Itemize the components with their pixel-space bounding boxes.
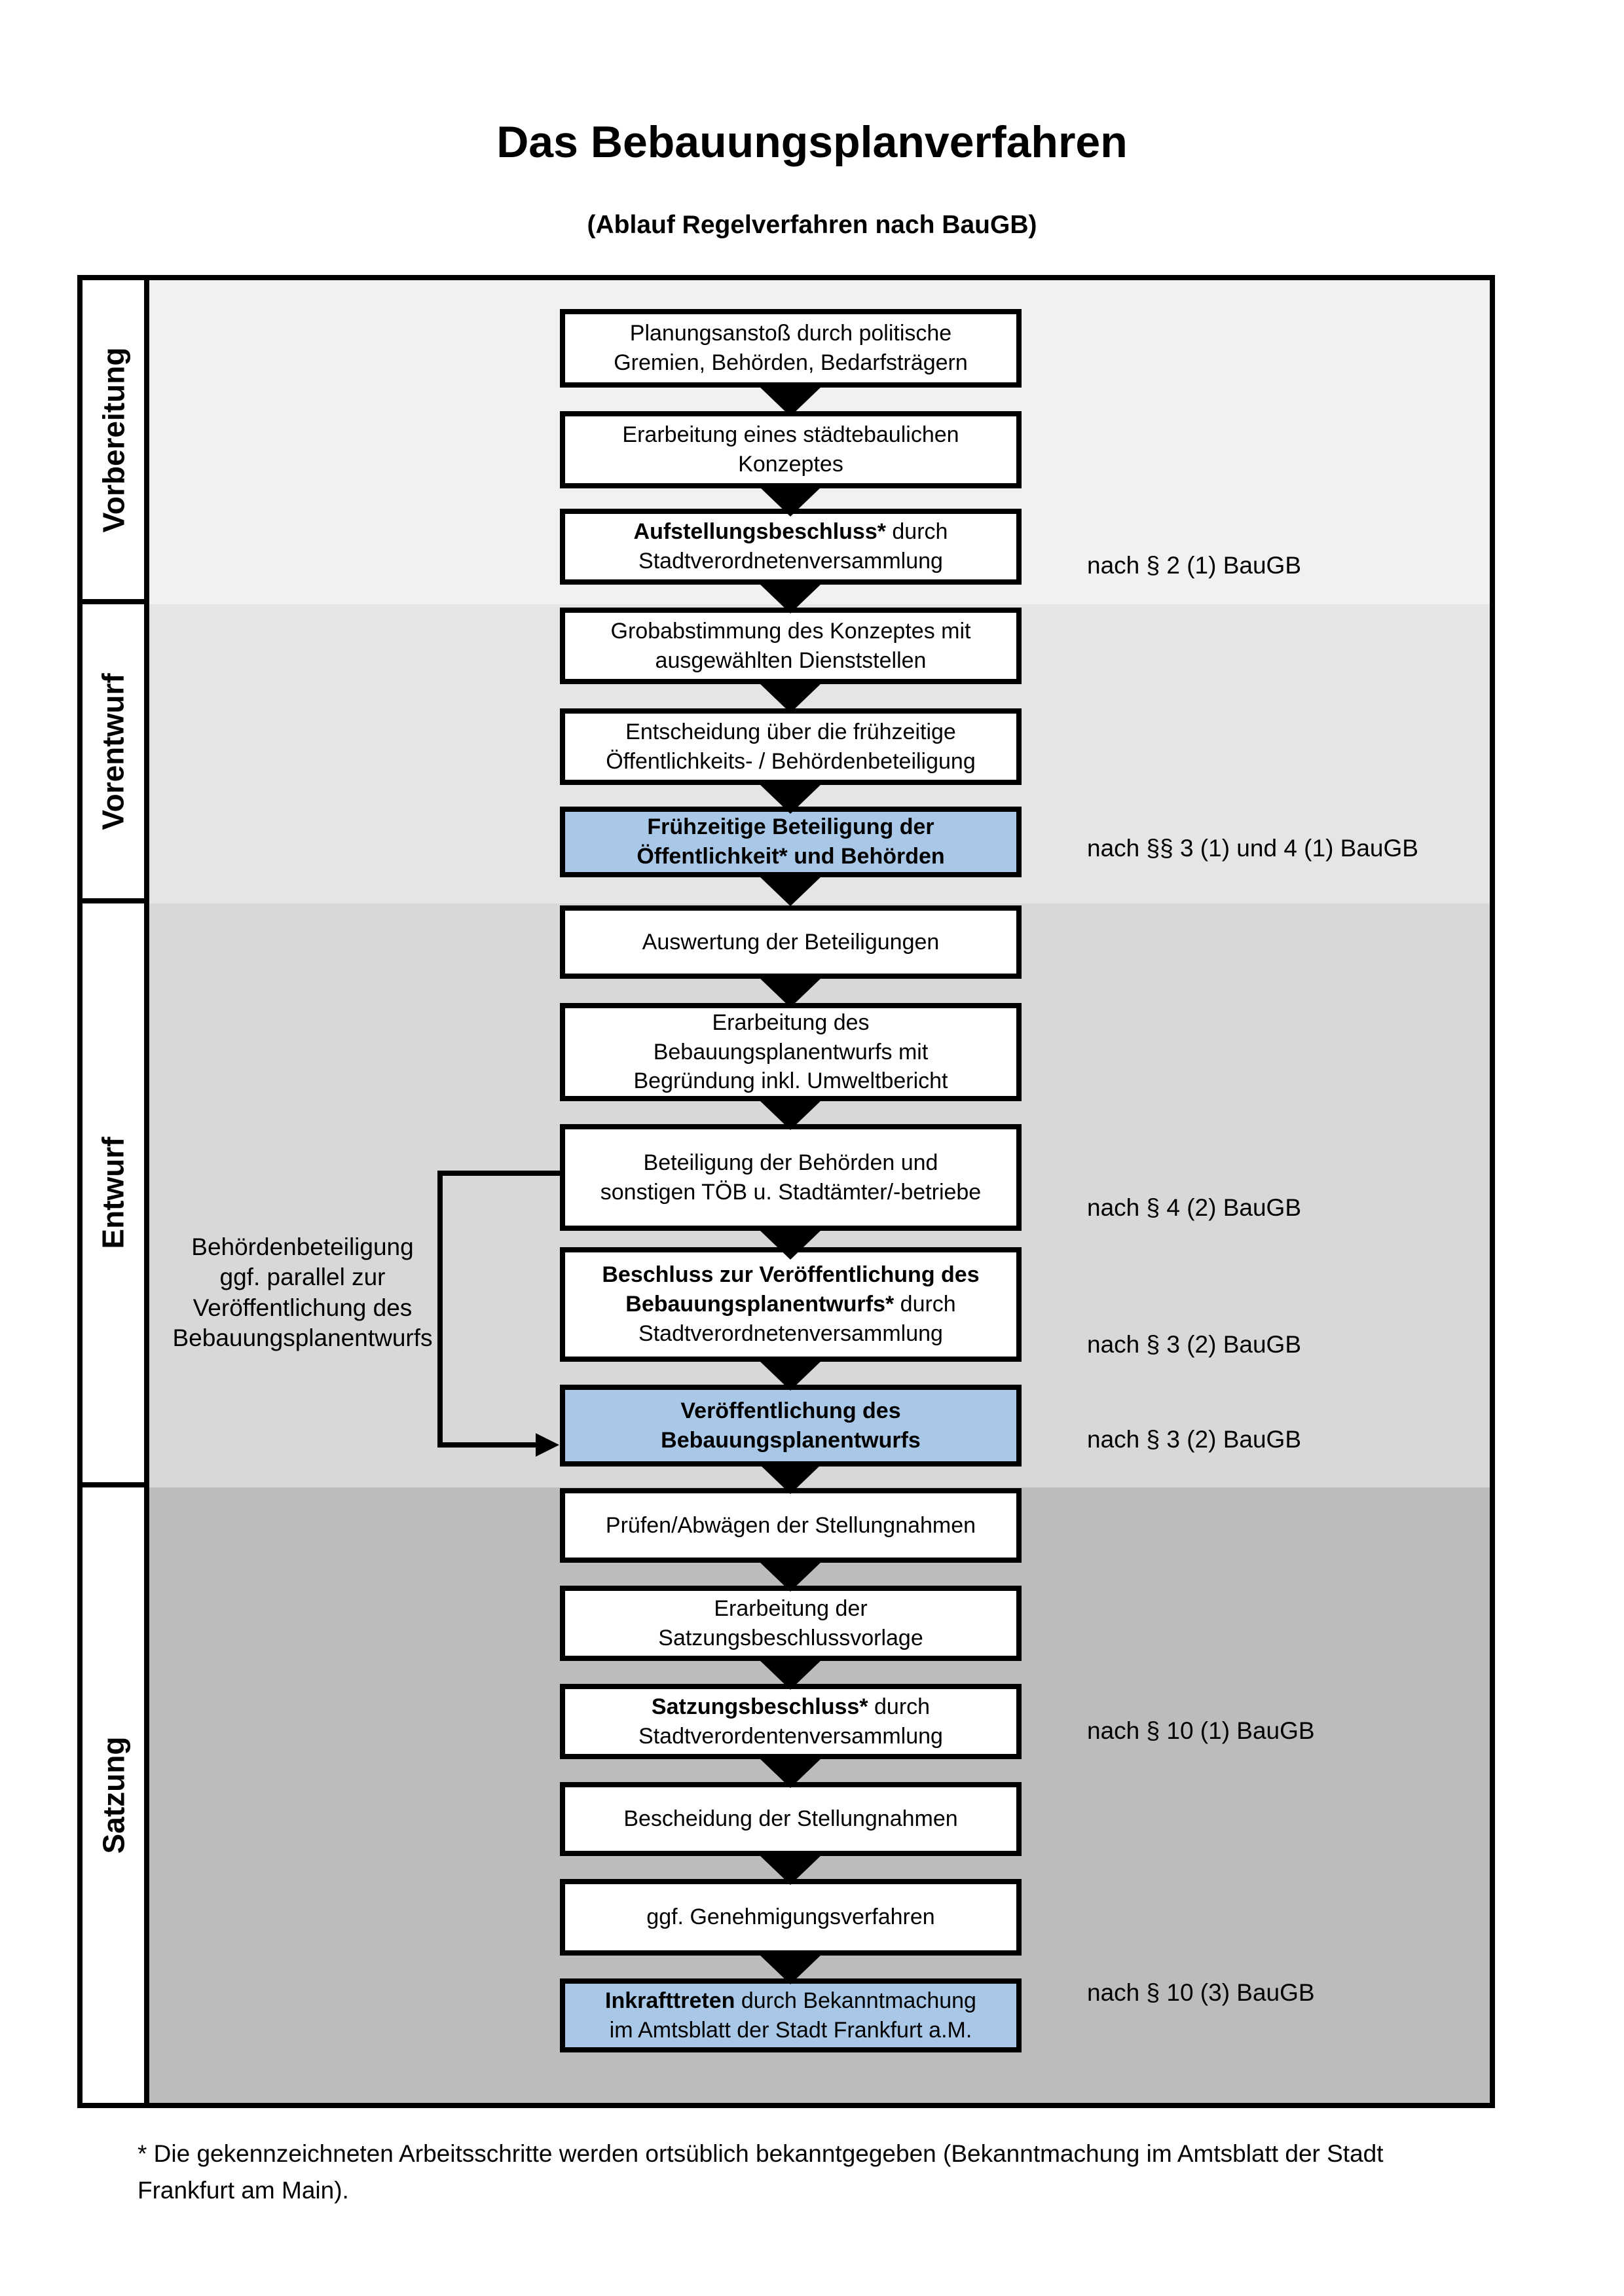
step-text: Satzungsbeschluss* durch Stadtverordente… <box>638 1694 943 1749</box>
step-box-bescheidung: Bescheidung der Stellungnahmen <box>560 1782 1022 1856</box>
legal-ref: nach § 3 (2) BauGB <box>1087 1331 1302 1358</box>
step-text: Prüfen/Abwägen der Stellungnahmen <box>605 1512 976 1538</box>
flow-arrow-icon <box>759 1561 822 1592</box>
step-box-grobabstimmung: Grobabstimmung des Konzeptes mit ausgewä… <box>560 608 1022 684</box>
legal-ref: nach § 10 (1) BauGB <box>1087 1717 1315 1744</box>
step-text: Planungsanstoß durch politische Gremien,… <box>614 321 968 375</box>
parallel-connector-arrow-icon <box>536 1433 559 1457</box>
flow-arrow-icon <box>759 1464 822 1494</box>
diagram-frame <box>77 275 1495 2108</box>
step-box-genehmigungsverfahren: ggf. Genehmigungsverfahren <box>560 1879 1022 1956</box>
flow-arrow-icon <box>759 583 822 613</box>
step-box-planungsanstoss: Planungsanstoß durch politische Gremien,… <box>560 309 1022 388</box>
step-box-satzungsvorlage: Erarbeitung der Satzungsbeschlussvorlage <box>560 1586 1022 1661</box>
step-text: Erarbeitung der Satzungsbeschlussvorlage <box>658 1595 923 1650</box>
flow-arrow-icon <box>759 1100 822 1130</box>
legal-ref: nach § 3 (2) BauGB <box>1087 1426 1302 1453</box>
flow-arrow-icon <box>759 1758 822 1788</box>
flow-arrow-icon <box>759 1230 822 1260</box>
step-box-veroeffentlichungsbeschluss: Beschluss zur Veröffentlichung des Bebau… <box>560 1247 1022 1362</box>
footnote: * Die gekennzeichneten Arbeitsschritte w… <box>138 2140 1384 2204</box>
step-text: Auswertung der Beteiligungen <box>642 929 940 955</box>
step-text: ggf. Genehmigungsverfahren <box>646 1904 935 1930</box>
phase-label-vorbereitung: Vorbereitung <box>83 280 149 604</box>
step-text: Grobabstimmung des Konzeptes mit ausgewä… <box>610 618 971 673</box>
parallel-connector-line <box>437 1442 537 1448</box>
step-text: Aufstellungsbeschluss* durch Stadtverord… <box>633 519 948 574</box>
flow-arrow-icon <box>759 683 822 713</box>
step-text: Beschluss zur Veröffentlichung des Bebau… <box>602 1262 980 1346</box>
step-box-entscheidung-beteiligung: Entscheidung über die frühzeitige Öffent… <box>560 708 1022 785</box>
page-subtitle: (Ablauf Regelverfahren nach BauGB) <box>587 211 1037 239</box>
step-box-pruefen-abwaegen: Prüfen/Abwägen der Stellungnahmen <box>560 1488 1022 1563</box>
step-text: Veröffentlichung des Bebauungsplanentwur… <box>661 1398 921 1453</box>
legal-ref: nach § 4 (2) BauGB <box>1087 1194 1302 1221</box>
flow-arrow-icon <box>759 977 822 1008</box>
parallel-connector-line <box>437 1171 443 1448</box>
step-text: Bescheidung der Stellungnahmen <box>623 1806 958 1832</box>
parallel-note: Behördenbeteiligung ggf. parallel zur Ve… <box>172 1233 433 1351</box>
flow-arrow-icon <box>759 486 822 517</box>
step-text: Inkrafttreten durch Bekanntmachung im Am… <box>605 1988 976 2043</box>
phase-label-entwurf: Entwurf <box>83 903 149 1487</box>
step-text: Erarbeitung des Bebauungsplanentwurfs mi… <box>633 1010 948 1094</box>
flow-arrow-icon <box>759 386 822 416</box>
flow-arrow-icon <box>759 1954 822 1984</box>
flow-arrow-icon <box>759 1660 822 1690</box>
phase-label-satzung: Satzung <box>83 1487 149 2103</box>
flow-arrow-icon <box>759 876 822 906</box>
step-box-auswertung: Auswertung der Beteiligungen <box>560 905 1022 979</box>
step-text: Frühzeitige Beteiligung der Öffentlichke… <box>637 814 945 869</box>
parallel-connector-line <box>437 1171 560 1176</box>
step-text: Erarbeitung eines städtebaulichen Konzep… <box>622 422 959 477</box>
step-box-satzungsbeschluss: Satzungsbeschluss* durch Stadtverordente… <box>560 1684 1022 1759</box>
flow-arrow-icon <box>759 784 822 814</box>
legal-ref: nach §§ 3 (1) und 4 (1) BauGB <box>1087 835 1418 862</box>
step-text: Beteiligung der Behörden und sonstigen T… <box>600 1150 982 1205</box>
page-title: Das Bebauungsplanverfahren <box>496 117 1128 167</box>
legal-ref: nach § 2 (1) BauGB <box>1087 552 1302 579</box>
legal-ref: nach § 10 (3) BauGB <box>1087 1979 1315 2006</box>
step-text: Entscheidung über die frühzeitige Öffent… <box>606 719 976 774</box>
phase-label-vorentwurf: Vorentwurf <box>83 604 149 903</box>
flow-arrow-icon <box>759 1360 822 1391</box>
flow-arrow-icon <box>759 1855 822 1885</box>
